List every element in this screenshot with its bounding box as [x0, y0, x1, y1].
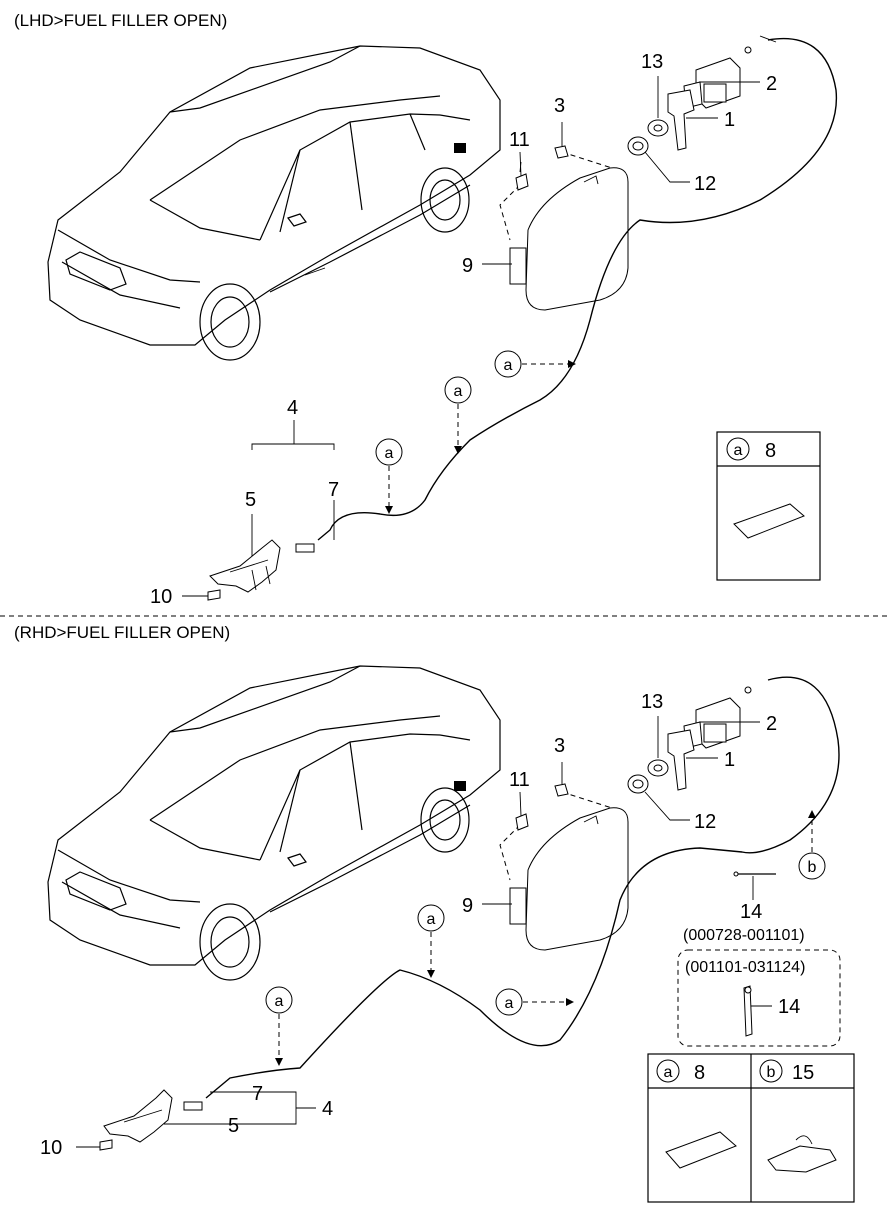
lhd-callout-12: 12	[694, 173, 716, 195]
rhd-release-cable	[205, 676, 840, 1099]
rhd-dash-11-to-door	[499, 824, 521, 881]
lhd-callout-13: 13	[641, 51, 663, 73]
rhd-ref-a-3: a	[265, 986, 293, 1066]
rhd-callout-11: 11	[509, 769, 530, 791]
lhd-callout-10: 10	[150, 586, 172, 608]
rhd-dash-3-to-door	[561, 791, 613, 809]
rhd-callout-7: 7	[252, 1083, 263, 1105]
lhd-release-cable	[317, 37, 838, 541]
rhd-callout-14a: 14	[740, 901, 762, 923]
lhd-legend-pad-icon	[733, 503, 805, 539]
rhd-bolt-10	[99, 1139, 113, 1151]
lhd-dash-3-to-door	[561, 151, 613, 169]
lhd-callout-3: 3	[554, 95, 565, 117]
lhd-bolt-10	[207, 589, 221, 601]
lhd-screw-11	[515, 161, 529, 191]
lhd-callout-7: 7	[328, 479, 339, 501]
rhd-fuel-filler-door	[509, 807, 629, 951]
rhd-ref-a-1: a	[417, 904, 445, 978]
rhd-ref-b-1: b	[798, 810, 826, 880]
rhd-leader-12	[644, 791, 690, 821]
rhd-clip-14	[733, 871, 776, 877]
rhd-callout-10: 10	[40, 1137, 62, 1159]
lhd-leader-11	[519, 151, 522, 177]
rhd-range-2: (001101-031124)	[685, 959, 805, 976]
svg-text:a: a	[505, 995, 514, 1012]
lhd-section: (LHD>FUEL FILLER OPEN)	[14, 11, 838, 608]
lhd-grommet-12	[627, 136, 649, 156]
rhd-screw-11	[515, 813, 529, 831]
rhd-leader-11	[519, 791, 522, 817]
lhd-callout-2: 2	[766, 73, 777, 95]
lhd-callout-1: 1	[724, 109, 735, 131]
rhd-range-1: (000728-001101)	[683, 927, 805, 944]
rhd-legend-part-a: 8	[694, 1062, 705, 1084]
lhd-nut-3	[554, 145, 569, 159]
rhd-callout-13: 13	[641, 691, 663, 713]
lhd-legend-part: 8	[765, 440, 776, 462]
rhd-washer-13	[647, 759, 669, 777]
lhd-callout-9: 9	[462, 255, 473, 277]
lhd-callout-4: 4	[287, 397, 298, 419]
rhd-callout-3: 3	[554, 735, 565, 757]
rhd-actuator-2	[683, 686, 752, 749]
lhd-section-title: (LHD>FUEL FILLER OPEN)	[14, 11, 227, 30]
lhd-ref-a-3: a	[375, 438, 403, 514]
rhd-callout-9: 9	[462, 895, 473, 917]
lhd-legend-ref: a	[734, 442, 743, 459]
rhd-legend-ref-a: a	[664, 1064, 673, 1081]
rhd-variant-box: (001101-031124)	[677, 949, 841, 1047]
lhd-opener-lever-5	[209, 539, 315, 593]
rhd-callout-12: 12	[694, 811, 716, 833]
rhd-grommet-12	[627, 774, 649, 794]
rhd-nut-3	[554, 783, 569, 797]
lhd-car-illustration	[47, 45, 501, 361]
rhd-callout-4: 4	[322, 1098, 333, 1120]
lhd-actuator-2	[683, 46, 752, 109]
rhd-legend-box: a 8 b 15	[647, 1053, 855, 1203]
lhd-fuel-filler-door	[509, 167, 629, 311]
svg-text:b: b	[808, 859, 817, 876]
rhd-opener-lever-5	[103, 1089, 203, 1143]
rhd-legend-part-b: 15	[792, 1062, 814, 1084]
lhd-ref-a-1: a	[494, 350, 576, 378]
svg-text:a: a	[275, 993, 284, 1010]
rhd-callout-1: 1	[724, 749, 735, 771]
svg-text:a: a	[504, 357, 513, 374]
rhd-section: (RHD>FUEL FILLER OPEN)	[14, 623, 855, 1203]
svg-text:a: a	[427, 911, 436, 928]
rhd-latch-1	[667, 729, 695, 791]
lhd-bracket-4	[251, 443, 335, 450]
lhd-dash-11-to-door	[499, 184, 521, 241]
lhd-callout-5: 5	[245, 489, 256, 511]
lhd-washer-13	[647, 119, 669, 137]
lhd-leader-12	[644, 151, 690, 183]
rhd-legend-pad-icon	[665, 1131, 737, 1169]
lhd-latch-1	[667, 89, 695, 151]
rhd-legend-ref-b: b	[767, 1064, 776, 1081]
rhd-ref-a-2: a	[495, 988, 574, 1016]
rhd-legend-clip-icon	[767, 1145, 837, 1173]
svg-text:a: a	[454, 383, 463, 400]
rhd-car-illustration	[47, 665, 501, 981]
rhd-section-title: (RHD>FUEL FILLER OPEN)	[14, 623, 230, 642]
lhd-callout-11: 11	[509, 129, 530, 151]
lhd-legend-box: a 8	[716, 431, 821, 581]
lhd-ref-a-2: a	[444, 376, 472, 454]
rhd-callout-14b: 14	[778, 996, 800, 1018]
svg-text:a: a	[385, 445, 394, 462]
rhd-callout-2: 2	[766, 713, 777, 735]
rhd-callout-5: 5	[228, 1115, 239, 1137]
